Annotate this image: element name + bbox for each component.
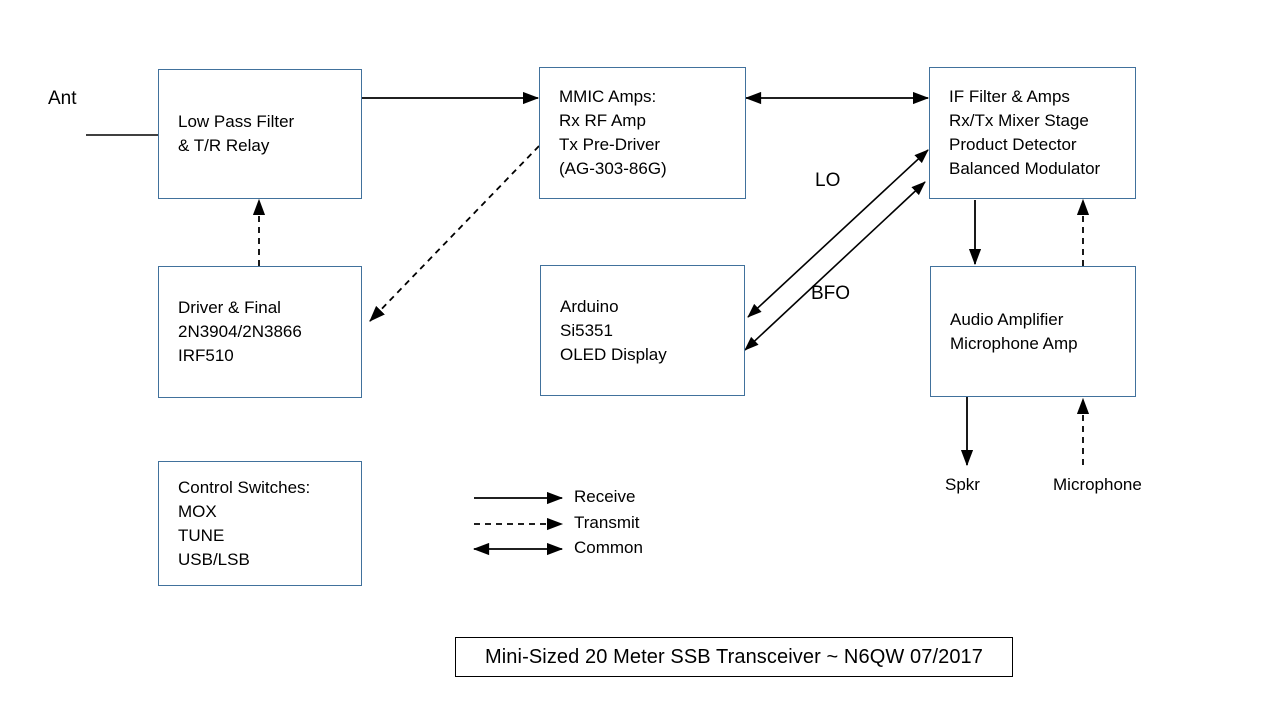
block-line: Si5351 [560,320,613,340]
block-line: Product Detector [949,135,1077,154]
block-line: Low Pass Filter [178,112,295,131]
block-low-pass-filter[interactable]: Low Pass Filter & T/R Relay [158,69,362,199]
edge-label-bfo: BFO [811,283,851,304]
block-line: Driver & Final [178,298,281,317]
block-line: Tx Pre-Driver [559,135,661,154]
block-line: IRF510 [178,346,234,365]
connector-mmic-to-driver [369,145,540,322]
block-audio-amplifier[interactable]: Audio Amplifier Microphone Amp [930,266,1136,397]
block-line: IF Filter & Amps [949,87,1070,106]
microphone-label: Microphone [1053,475,1142,494]
block-driver-final[interactable]: Driver & Final 2N3904/2N3866 IRF510 [158,266,362,398]
block-mmic-amps[interactable]: MMIC Amps: Rx RF Amp Tx Pre-Driver (AG-3… [539,67,746,199]
antenna-label: Ant [48,88,77,109]
speaker-label: Spkr [945,475,980,494]
block-line: Microphone Amp [950,333,1078,353]
block-line: MMIC Amps: [559,87,657,106]
block-line: OLED Display [560,344,667,364]
block-arduino[interactable]: Arduino Si5351 OLED Display [540,265,745,396]
block-control-switches[interactable]: Control Switches: MOX TUNE USB/LSB [158,461,362,586]
legend-label-transmit: Transmit [574,513,640,532]
block-line: Arduino [560,296,619,316]
block-line: Audio Amplifier [950,309,1064,329]
block-line: Balanced Modulator [949,159,1101,178]
connector-bfo [744,181,926,351]
block-line: MOX [178,501,217,521]
block-line: USB/LSB [178,549,250,569]
block-line: (AG-303-86G) [559,159,667,178]
block-line: Rx/Tx Mixer Stage [949,111,1089,130]
block-line: Rx RF Amp [559,111,646,130]
legend-label-receive: Receive [574,487,636,506]
block-line: TUNE [178,525,225,545]
diagram-title-box: Mini-Sized 20 Meter SSB Transceiver ~ N6… [455,637,1013,677]
block-if-filter[interactable]: IF Filter & Amps Rx/Tx Mixer Stage Produ… [929,67,1136,199]
edge-label-lo: LO [815,170,841,191]
block-line: 2N3904/2N3866 [178,322,302,341]
block-line: Control Switches: [178,477,311,497]
block-line: & T/R Relay [178,136,270,155]
diagram-title: Mini-Sized 20 Meter SSB Transceiver ~ N6… [485,645,983,668]
legend-label-common: Common [574,538,643,557]
